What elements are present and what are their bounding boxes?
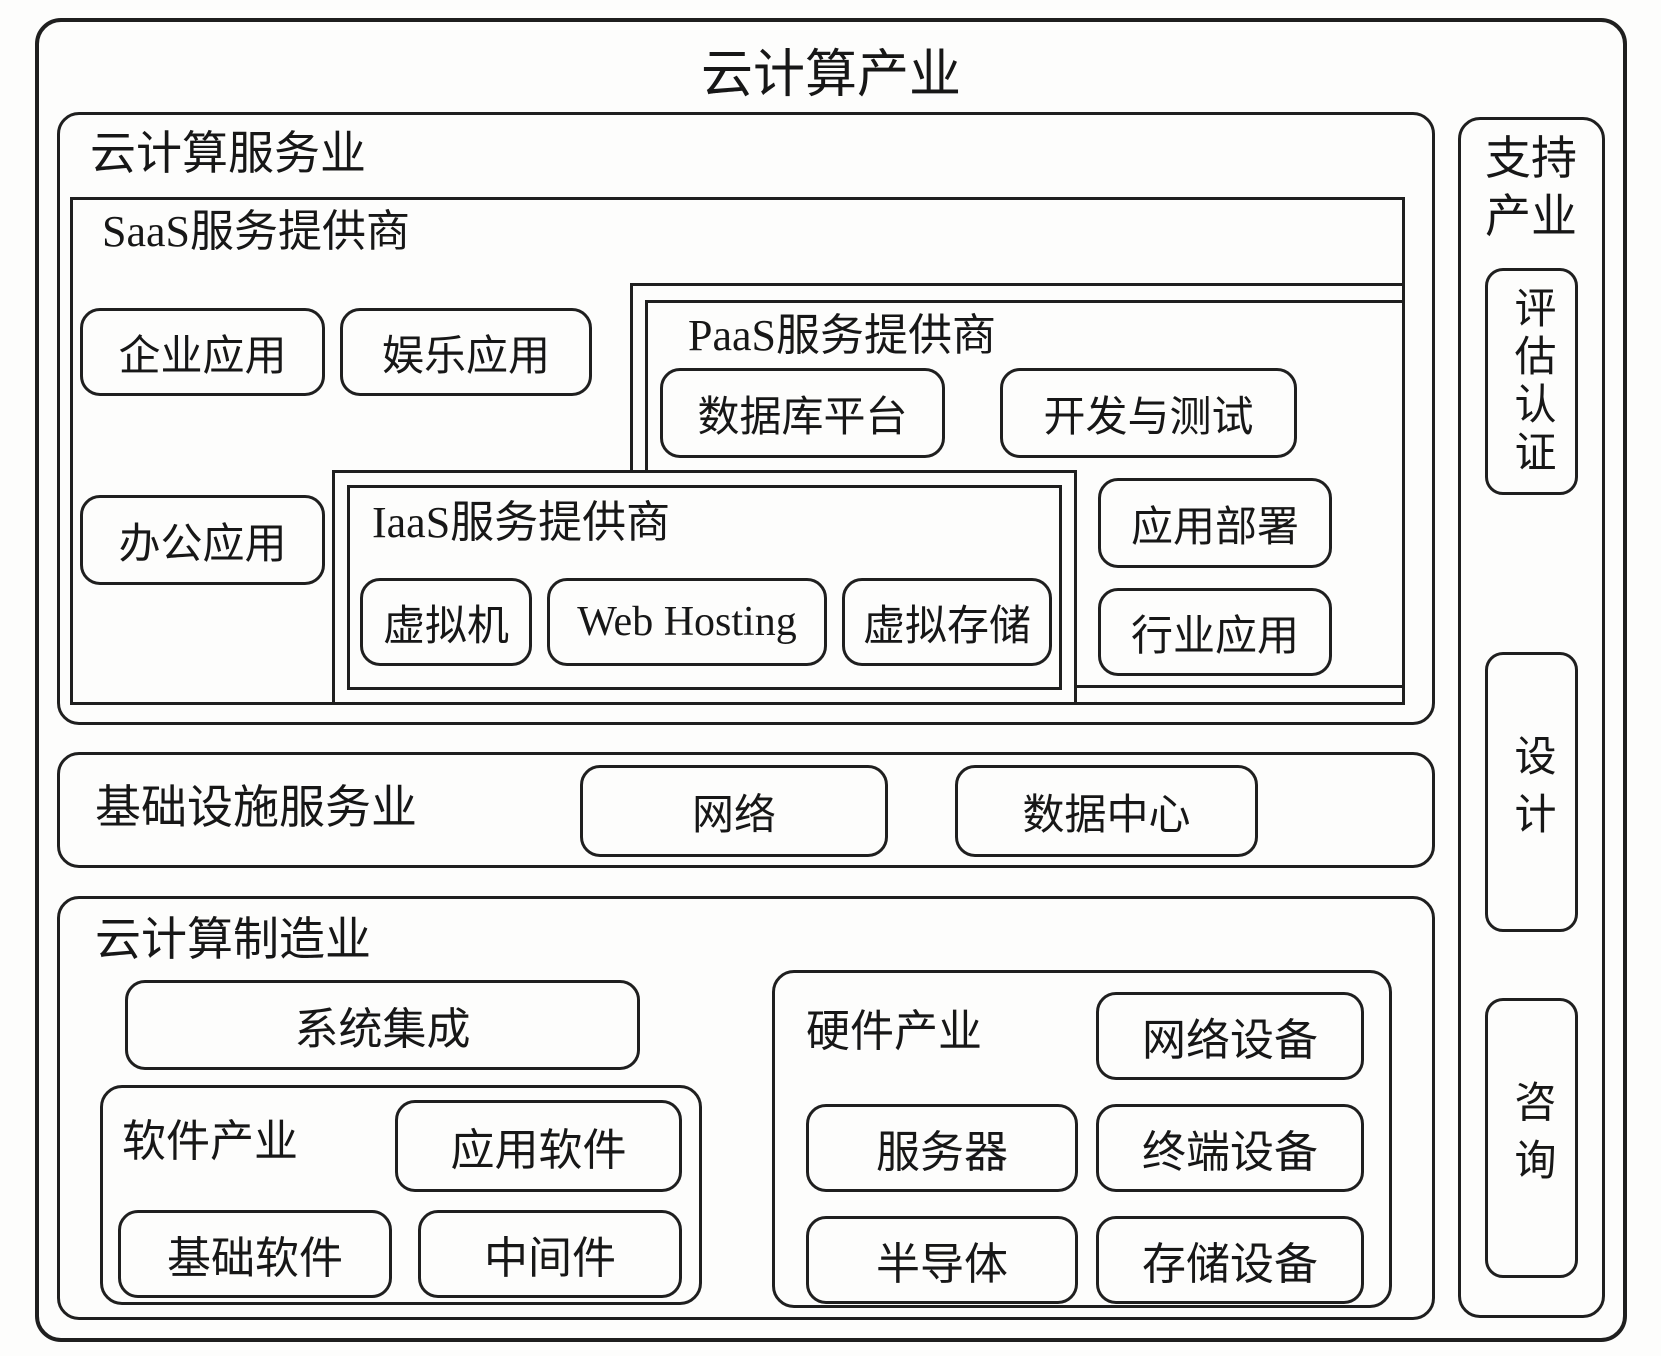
hardware-box (772, 970, 1392, 1308)
service-industry-label: 云计算服务业 (90, 128, 366, 179)
pill-network-equipment: 网络设备 (1096, 992, 1364, 1080)
pill-system-integration: 系统集成 (125, 980, 640, 1070)
pill-app-deployment: 应用部署 (1098, 478, 1332, 568)
pill-industry-apps: 行业应用 (1098, 588, 1332, 676)
manufacturing-label: 云计算制造业 (95, 914, 371, 965)
iaas-label: IaaS服务提供商 (372, 498, 671, 547)
pill-network: 网络 (580, 765, 888, 857)
saas-label: SaaS服务提供商 (102, 207, 410, 256)
support-label: 支持产业 (1485, 133, 1577, 242)
pill-terminal-equipment: 终端设备 (1096, 1104, 1364, 1192)
pill-database-platform: 数据库平台 (660, 368, 945, 458)
pill-web-hosting: Web Hosting (547, 578, 827, 666)
pill-evaluation-certification: 评估认证 (1485, 268, 1578, 495)
pill-storage-equipment: 存储设备 (1096, 1216, 1364, 1304)
pill-basic-software: 基础软件 (118, 1210, 392, 1298)
cloud-industry-frame (35, 18, 1627, 1342)
pill-enterprise-apps: 企业应用 (80, 308, 325, 396)
pill-semiconductor: 半导体 (806, 1216, 1078, 1304)
pill-office-apps: 办公应用 (80, 495, 325, 585)
manufacturing-box (57, 896, 1435, 1320)
pill-middleware: 中间件 (418, 1210, 682, 1298)
pill-virtual-machine: 虚拟机 (360, 578, 532, 666)
infrastructure-label: 基础设施服务业 (95, 782, 417, 833)
pill-consulting: 咨询 (1485, 998, 1578, 1278)
pill-server: 服务器 (806, 1104, 1078, 1192)
software-label: 软件产业 (122, 1117, 298, 1166)
hardware-label: 硬件产业 (806, 1007, 982, 1056)
paas-label: PaaS服务提供商 (688, 311, 996, 360)
pill-design: 设计 (1485, 652, 1578, 932)
support-box (1458, 117, 1605, 1318)
pill-data-center: 数据中心 (955, 765, 1258, 857)
infrastructure-box (57, 752, 1435, 868)
pill-virtual-storage: 虚拟存储 (842, 578, 1052, 666)
diagram-title: 云计算产业 (700, 47, 961, 104)
software-box (100, 1085, 702, 1305)
service-industry-box (57, 112, 1435, 725)
pill-application-software: 应用软件 (395, 1100, 682, 1192)
pill-entertainment-apps: 娱乐应用 (340, 308, 592, 396)
pill-dev-test: 开发与测试 (1000, 368, 1297, 458)
